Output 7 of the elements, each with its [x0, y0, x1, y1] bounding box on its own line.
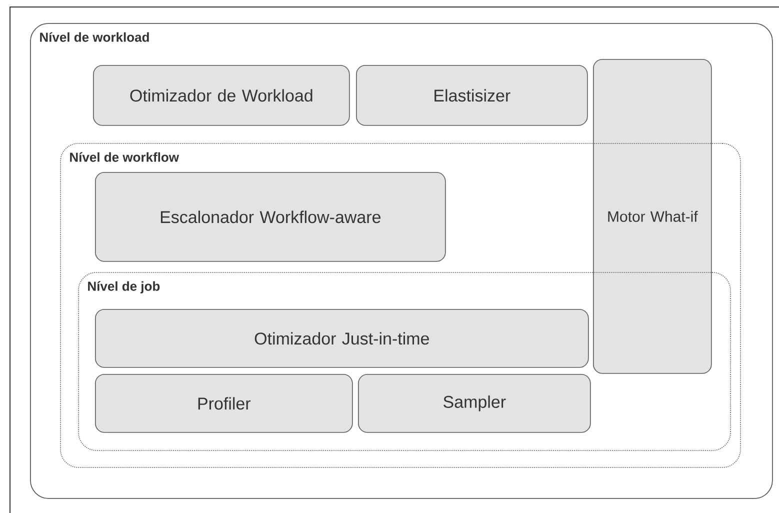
component-box: Profiler: [95, 374, 353, 433]
component-box: Otimizador de Workload: [93, 64, 350, 126]
component-box: Sampler: [358, 374, 591, 433]
component-box: Otimizador Just-in-time: [95, 308, 589, 368]
component-box: Elastisizer: [356, 64, 588, 126]
component-box: Motor What-if: [593, 59, 712, 374]
component-box: Escalonador Workflow-aware: [95, 172, 446, 262]
